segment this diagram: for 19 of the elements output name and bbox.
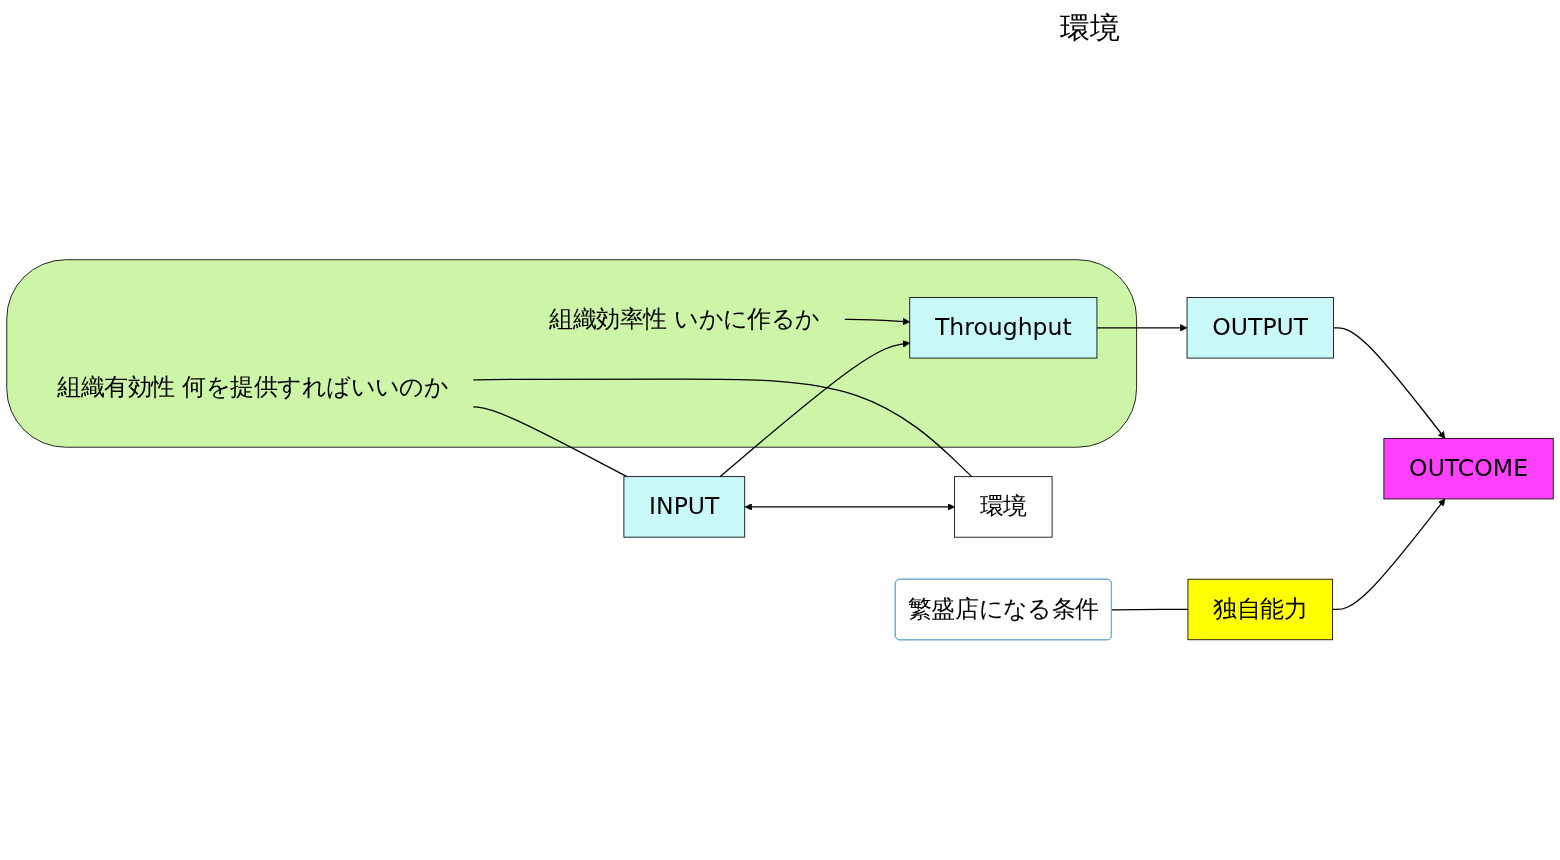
node-box: OUTCOME: [1383, 438, 1554, 500]
cluster: [6, 259, 1137, 448]
node-text: 組織有効性 何を提供すればいいのか: [57, 373, 449, 402]
node-box: 独自能力: [1187, 579, 1333, 641]
connector: [472, 406, 628, 478]
arrow: [1332, 327, 1446, 439]
node-box: 環境: [954, 476, 1053, 538]
node-box: OUTPUT: [1186, 297, 1334, 359]
node-box: Throughput: [909, 297, 1098, 359]
note-text: 環境: [1060, 9, 1120, 47]
node-text: 組織効率性 いかに作るか: [548, 305, 820, 334]
arrow: [719, 340, 911, 478]
connector: [472, 378, 973, 478]
arrow: [744, 503, 955, 511]
arrow: [1331, 498, 1446, 611]
connector: [1111, 609, 1189, 611]
arrow: [1096, 324, 1188, 332]
node-box: INPUT: [623, 476, 746, 538]
arrow: [844, 318, 911, 326]
